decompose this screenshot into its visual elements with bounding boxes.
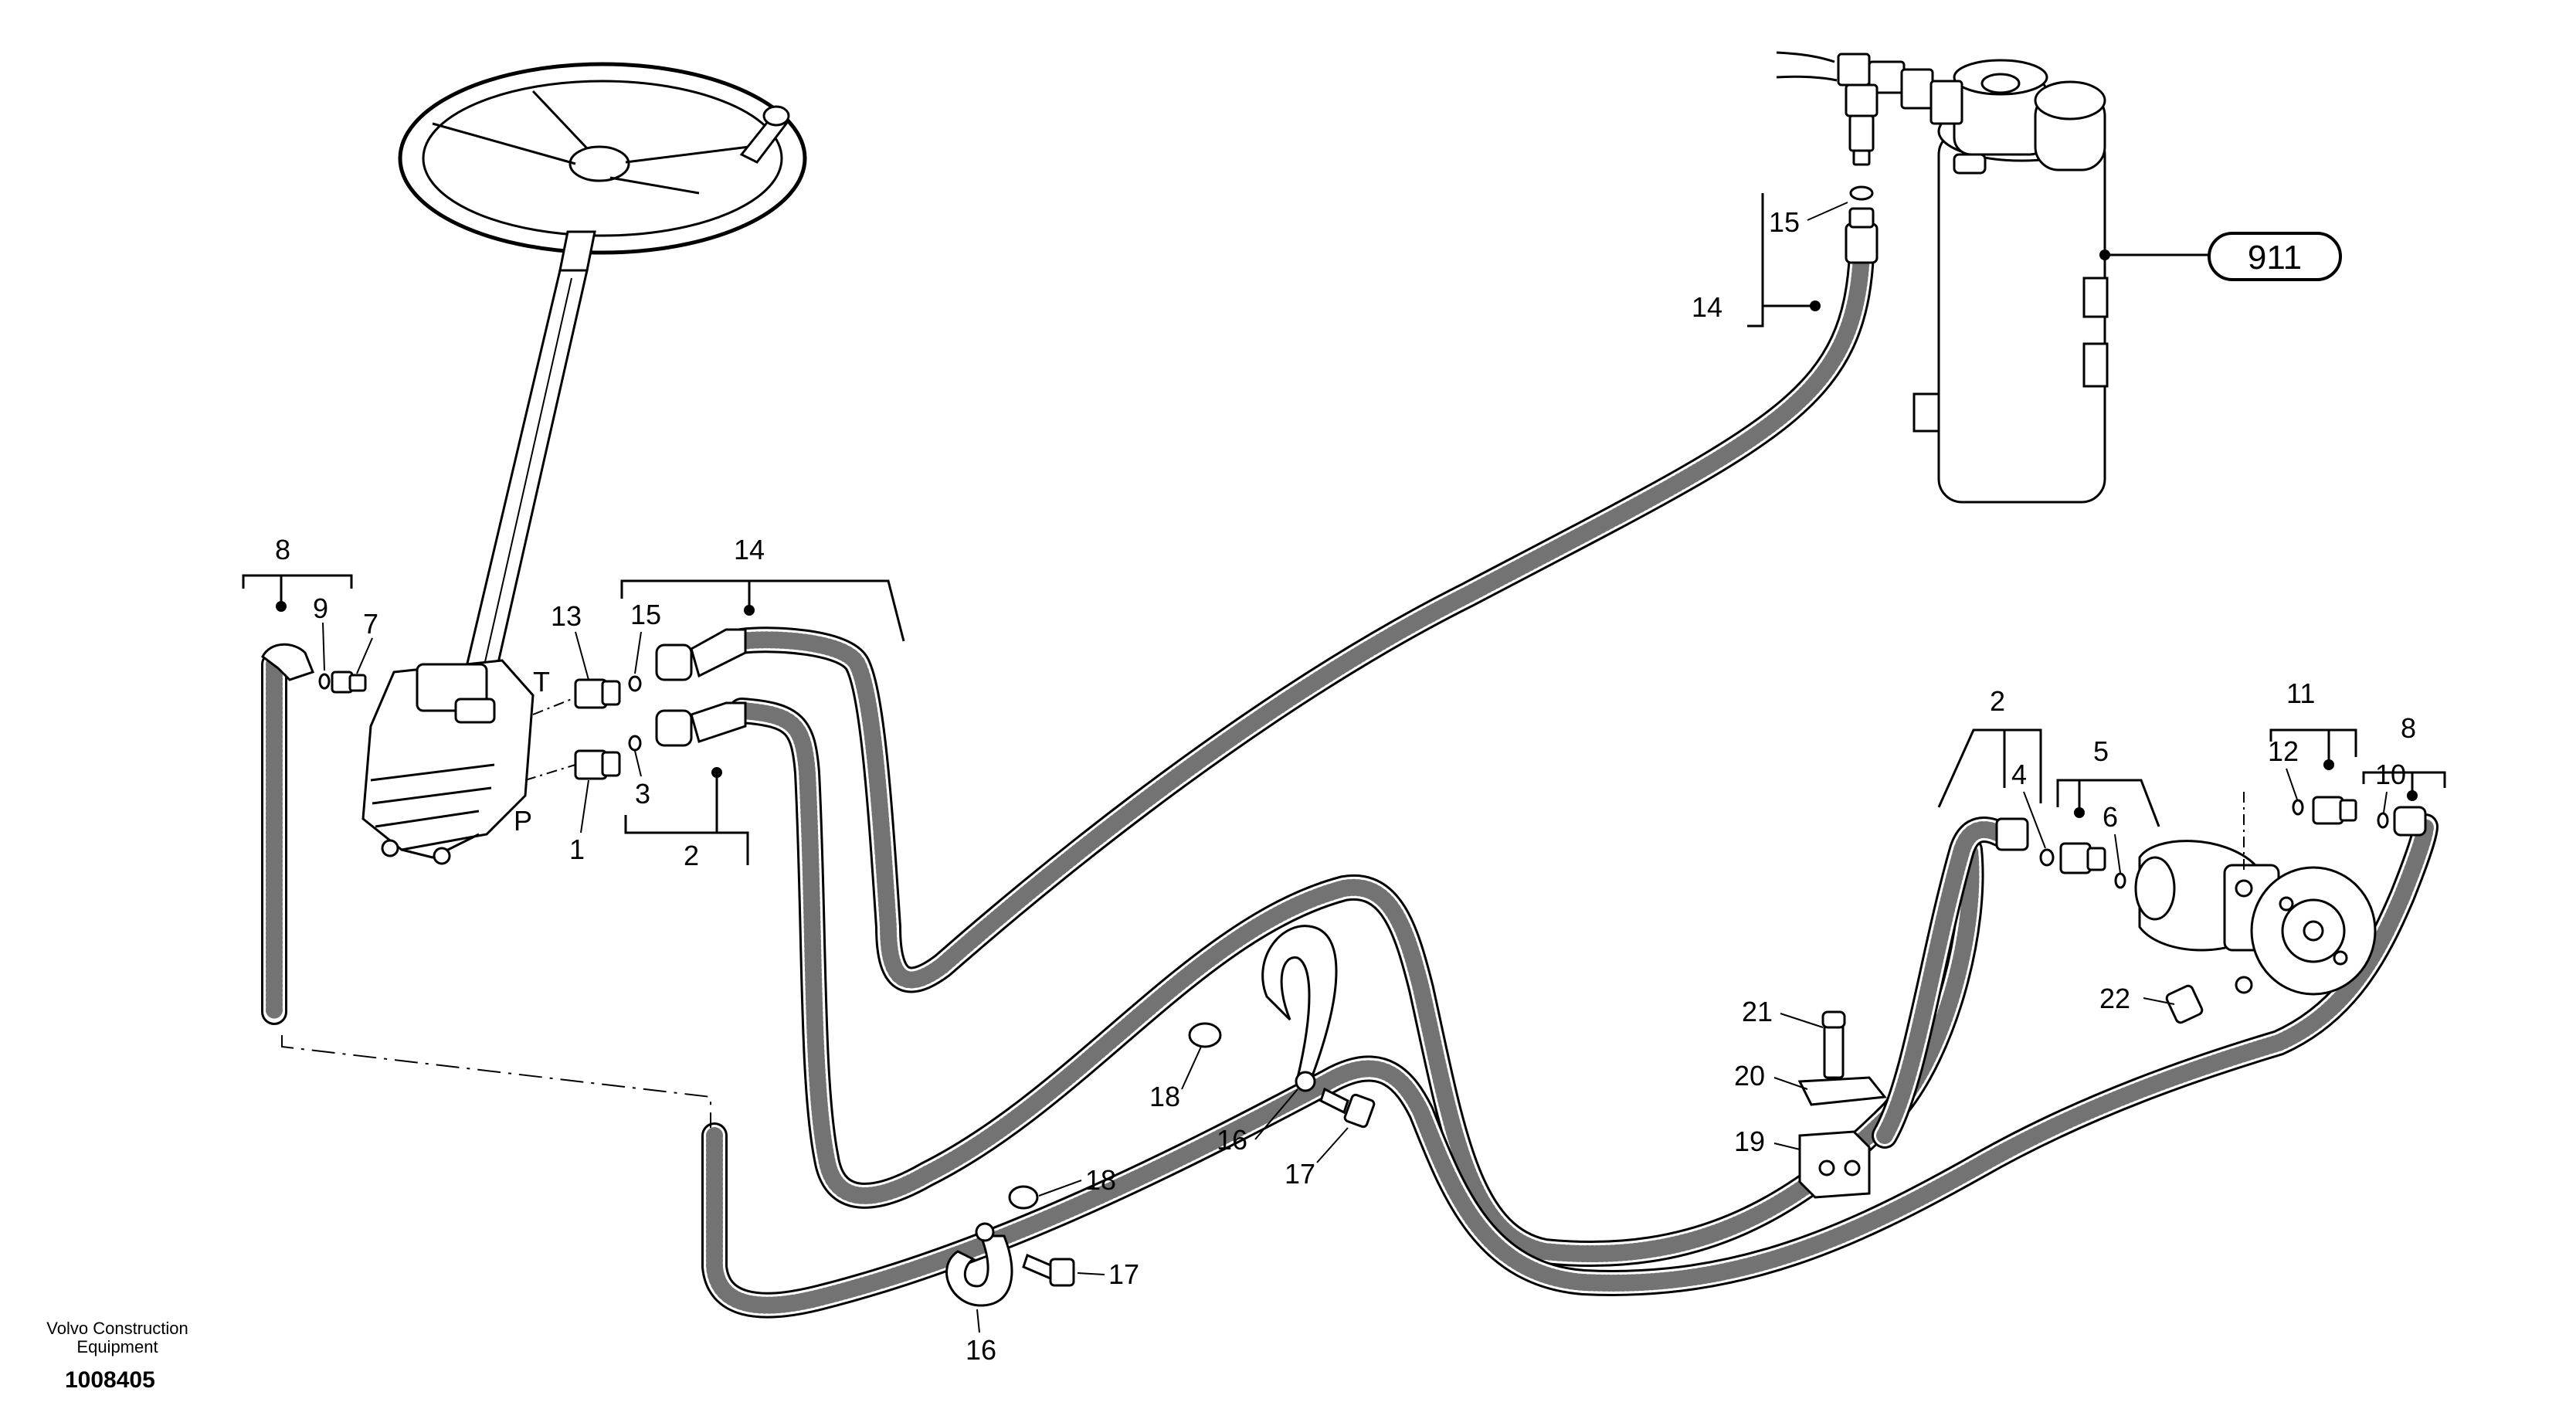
fitting-12-10 xyxy=(2292,796,2427,837)
callout-14-top: 14 xyxy=(1692,291,1722,323)
document-number: 1008405 xyxy=(65,1367,155,1393)
callout-3: 3 xyxy=(635,778,650,810)
port-label-tank: T xyxy=(533,666,550,698)
pump xyxy=(2134,840,2377,996)
callout-4: 4 xyxy=(2011,759,2027,790)
callout-16-a: 16 xyxy=(1217,1124,1247,1156)
callout-8-right: 8 xyxy=(2401,712,2416,744)
accumulator-fitting xyxy=(1776,51,1963,166)
callout-11: 11 xyxy=(2286,677,2315,709)
callout-2-right: 2 xyxy=(1990,685,2005,717)
callout-6: 6 xyxy=(2103,801,2118,833)
callout-20: 20 xyxy=(1734,1060,1765,1092)
steering-unit xyxy=(361,659,535,865)
clamp-16-lower xyxy=(945,1185,1039,1307)
callout-2-left: 2 xyxy=(684,840,699,871)
callout-22: 22 xyxy=(2099,983,2130,1014)
accumulator xyxy=(1912,59,2109,504)
company-name: Volvo Construction Equipment xyxy=(19,1319,216,1356)
fitting-4-5-6 xyxy=(2039,842,2126,889)
callout-17-b: 17 xyxy=(1108,1258,1139,1290)
fitting-22 xyxy=(2165,984,2204,1024)
callout-15-top: 15 xyxy=(1769,206,1800,238)
callout-18-a: 18 xyxy=(1149,1081,1180,1112)
bolt-17-lower xyxy=(1022,1253,1075,1287)
callout-19: 19 xyxy=(1734,1126,1765,1157)
fitting-13 xyxy=(574,678,621,709)
callout-15-left: 15 xyxy=(630,599,661,630)
hose-end-upper xyxy=(655,628,747,681)
callout-12: 12 xyxy=(2268,735,2299,767)
callout-5: 5 xyxy=(2093,735,2109,767)
callout-1: 1 xyxy=(569,834,585,865)
hose-8-return xyxy=(261,651,2439,1319)
hose-2-right xyxy=(1872,817,2029,1149)
hose-14-long xyxy=(728,185,1879,993)
callout-13: 13 xyxy=(551,600,582,632)
callout-17-a: 17 xyxy=(1285,1158,1315,1190)
callout-10: 10 xyxy=(2375,759,2406,790)
fitting-9-7 xyxy=(318,671,367,694)
callout-7: 7 xyxy=(363,608,378,640)
company-line-2: Equipment xyxy=(76,1337,158,1356)
callout-21: 21 xyxy=(1742,996,1773,1027)
reference-911-box: 911 xyxy=(2208,232,2342,281)
callout-8-left: 8 xyxy=(275,534,290,565)
reference-911-label: 911 xyxy=(2248,239,2302,277)
steering-wheel xyxy=(398,62,807,255)
steering-column xyxy=(462,230,596,681)
callout-9: 9 xyxy=(313,592,328,624)
clamp-16-upper xyxy=(1188,925,1338,1092)
company-line-1: Volvo Construction xyxy=(46,1319,188,1338)
clamp-block-19-20-21 xyxy=(1797,1010,1887,1199)
callout-16-b: 16 xyxy=(966,1334,996,1366)
callout-14-left: 14 xyxy=(734,534,765,565)
fitting-1 xyxy=(574,749,621,780)
callout-18-b: 18 xyxy=(1085,1164,1116,1196)
bolt-17-upper xyxy=(1319,1087,1376,1129)
hose-end-lower xyxy=(655,701,747,747)
port-label-pressure: P xyxy=(514,805,532,837)
